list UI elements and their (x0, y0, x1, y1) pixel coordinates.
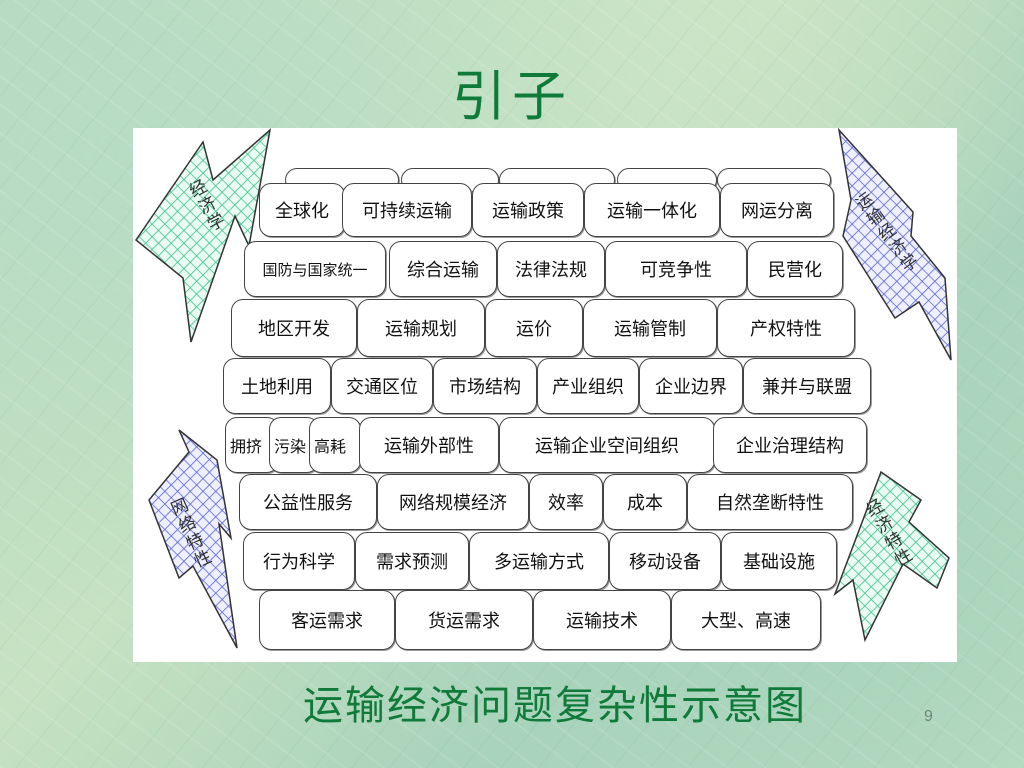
topic-box: 综合运输 (389, 241, 497, 297)
slide-title: 引子 (452, 65, 572, 128)
topic-box: 效率 (529, 474, 603, 530)
topic-box: 全球化 (259, 183, 345, 237)
topic-box: 高耗 (309, 417, 361, 473)
topic-box: 需求预测 (355, 532, 469, 590)
topic-box: 基础设施 (721, 532, 837, 590)
topic-box: 民营化 (747, 241, 843, 297)
topic-box: 运输一体化 (584, 183, 720, 237)
topic-box: 运输规划 (357, 299, 485, 357)
topic-box: 市场结构 (433, 358, 537, 414)
topic-box: 货运需求 (395, 590, 533, 650)
topic-box: 移动设备 (609, 532, 721, 590)
topic-box: 大型、高速 (671, 590, 821, 650)
topic-box: 网运分离 (720, 183, 834, 237)
topic-box: 自然垄断特性 (687, 474, 853, 530)
topic-box: 交通区位 (331, 358, 433, 414)
topic-box: 运价 (485, 299, 583, 357)
lightning-bolts (134, 128, 952, 649)
topic-box: 运输管制 (583, 299, 717, 357)
topic-box: 运输技术 (533, 590, 671, 650)
topic-box: 运输政策 (472, 183, 584, 237)
topic-box: 国防与国家统一 (244, 241, 386, 297)
topic-box: 运输企业空间组织 (499, 417, 715, 473)
topic-box: 可竞争性 (605, 241, 747, 297)
topic-box: 产权特性 (717, 299, 855, 357)
topic-box: 客运需求 (259, 590, 395, 650)
topic-box: 地区开发 (231, 299, 357, 357)
bolt-bottom-left (148, 429, 238, 649)
topic-box: 公益性服务 (239, 474, 377, 530)
bolt-top-right (837, 128, 952, 361)
topic-box: 行为科学 (243, 532, 355, 590)
topic-box: 企业治理结构 (713, 417, 867, 473)
topic-box: 兼并与联盟 (743, 358, 871, 414)
topic-box: 法律法规 (497, 241, 605, 297)
topic-box: 多运输方式 (469, 532, 609, 590)
complexity-diagram: 经济学 运输经济学 网络特性 经济特性 全球化 可持续运输 运输政策 运输一体化… (133, 128, 957, 662)
topic-box: 成本 (603, 474, 687, 530)
topic-box: 可持续运输 (342, 183, 472, 237)
figure-caption: 运输经济问题复杂性示意图 (303, 683, 807, 729)
topic-box: 网络规模经济 (377, 474, 529, 530)
topic-box: 产业组织 (537, 358, 639, 414)
bolt-bottom-right (833, 470, 950, 643)
topic-box: 土地利用 (223, 358, 331, 414)
topic-box: 企业边界 (639, 358, 743, 414)
page-number: 9 (924, 708, 933, 725)
topic-box: 运输外部性 (359, 417, 499, 473)
